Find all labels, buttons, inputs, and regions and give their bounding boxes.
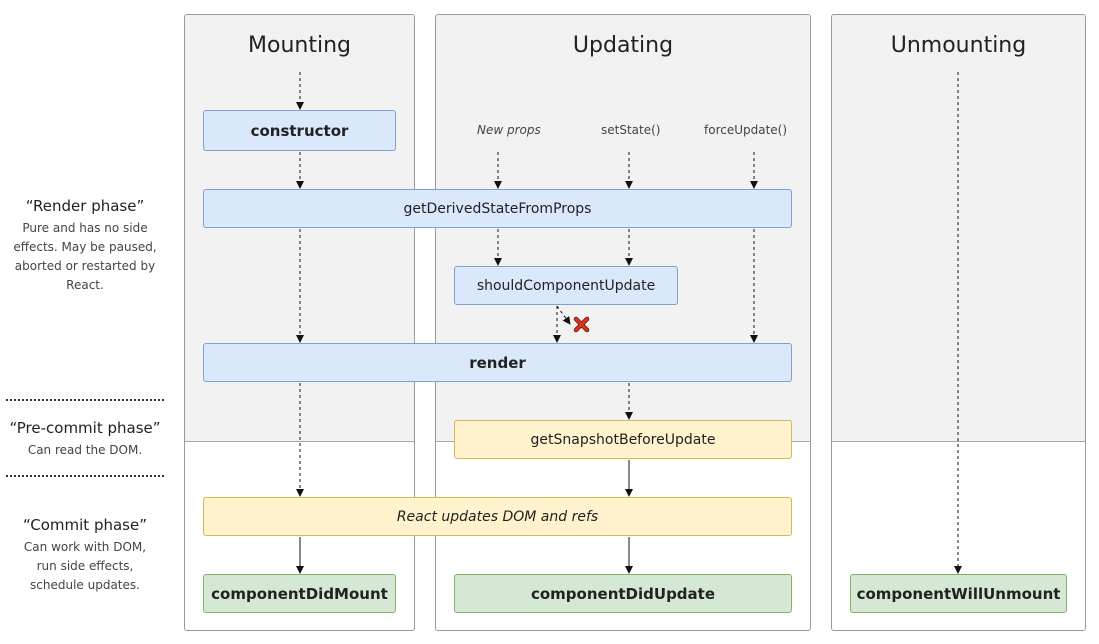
- render-phase-line: aborted or restarted by: [14, 259, 156, 273]
- render-phase-title: “Render phase”: [25, 197, 145, 215]
- render-phase-line: React.: [66, 278, 104, 292]
- should-component-update-box: shouldComponentUpdate: [454, 266, 678, 305]
- precommit-phase-description: Can read the DOM.: [0, 441, 170, 460]
- get-snapshot-box: getSnapshotBeforeUpdate: [454, 420, 792, 459]
- mounting-title: Mounting: [248, 33, 351, 58]
- render-phase-label: “Render phase” Pure and has no side effe…: [0, 197, 170, 295]
- precommit-phase-line: Can read the DOM.: [27, 443, 143, 457]
- render-box: render: [203, 343, 792, 382]
- render-phase-description: Pure and has no side effects. May be pau…: [0, 219, 170, 295]
- render-phase-line: Pure and has no side: [22, 221, 148, 235]
- phase-divider: [6, 475, 164, 477]
- render-phase-area: [832, 15, 1085, 442]
- force-update-trigger: forceUpdate(): [704, 123, 788, 137]
- dom-update-box: React updates DOM and refs: [203, 497, 792, 536]
- component-will-unmount-box: componentWillUnmount: [850, 574, 1067, 613]
- component-did-update-box: componentDidUpdate: [454, 574, 792, 613]
- mounting-column: Mounting: [184, 14, 415, 631]
- constructor-box: constructor: [203, 110, 396, 151]
- updating-column: Updating: [435, 14, 811, 631]
- unmounting-column: Unmounting: [831, 14, 1086, 631]
- precommit-phase-title: “Pre-commit phase”: [9, 419, 161, 437]
- get-derived-state-box: getDerivedStateFromProps: [203, 189, 792, 228]
- unmounting-title: Unmounting: [890, 33, 1027, 58]
- commit-phase-line: run side effects,: [36, 559, 134, 573]
- commit-phase-label: “Commit phase” Can work with DOM, run si…: [0, 516, 170, 595]
- commit-phase-title: “Commit phase”: [23, 516, 147, 534]
- new-props-trigger: New props: [477, 123, 541, 137]
- component-did-mount-box: componentDidMount: [203, 574, 396, 613]
- precommit-phase-label: “Pre-commit phase” Can read the DOM.: [0, 419, 170, 460]
- set-state-trigger: setState(): [601, 123, 661, 137]
- commit-phase-line: Can work with DOM,: [23, 540, 147, 554]
- phase-divider: [6, 399, 164, 401]
- commit-phase-line: schedule updates.: [30, 578, 140, 592]
- updating-title: Updating: [572, 33, 674, 58]
- commit-phase-description: Can work with DOM, run side effects, sch…: [0, 538, 170, 595]
- render-phase-line: effects. May be paused,: [13, 240, 157, 254]
